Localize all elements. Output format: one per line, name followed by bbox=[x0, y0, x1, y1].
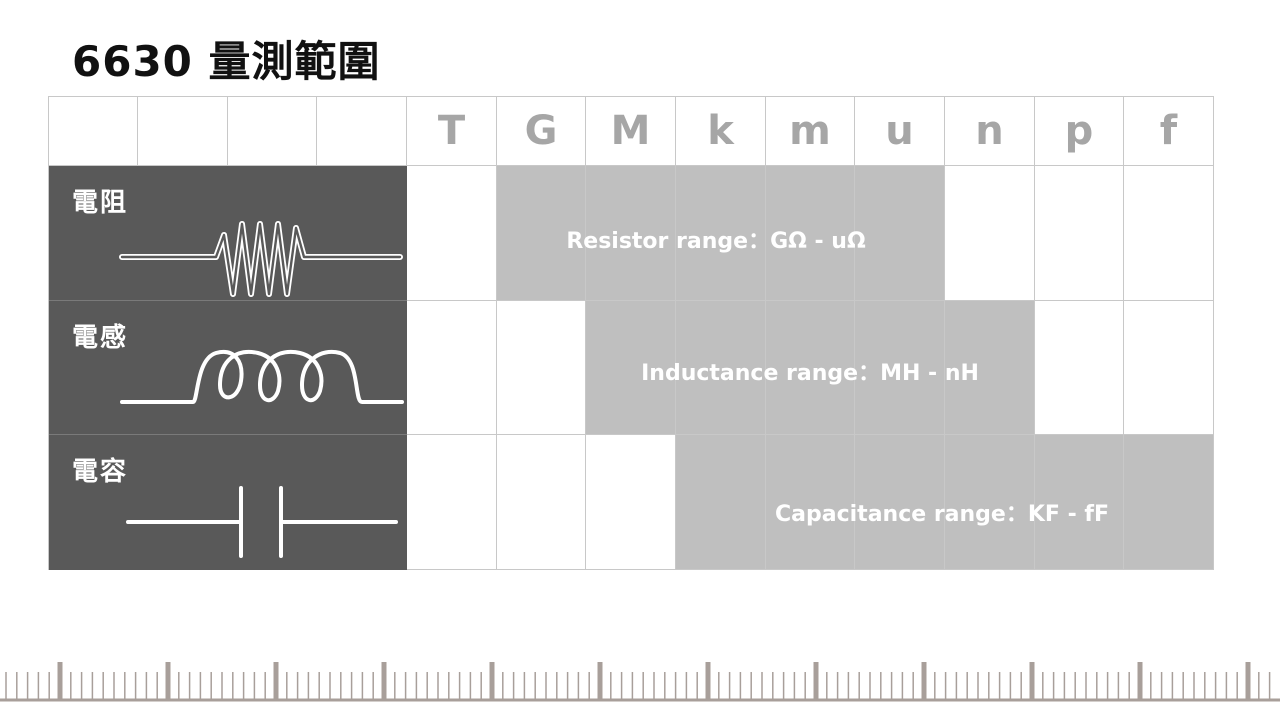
range-cell bbox=[1124, 301, 1214, 435]
range-cell bbox=[407, 301, 497, 435]
unit-header-M: M bbox=[586, 96, 676, 166]
range-cell bbox=[1035, 435, 1124, 570]
range-cell bbox=[945, 435, 1035, 570]
resistor-icon bbox=[119, 221, 403, 297]
measurement-range-table: T G M k m u n p f 電阻 電感 電容 bbox=[48, 96, 1214, 570]
unit-header-m: m bbox=[766, 96, 855, 166]
range-cell bbox=[945, 166, 1035, 301]
unit-header-f: f bbox=[1124, 96, 1214, 166]
range-cell bbox=[497, 435, 586, 570]
page-title: 6630 量測範圍 bbox=[72, 37, 381, 86]
range-cell bbox=[766, 166, 855, 301]
range-cell bbox=[497, 301, 586, 435]
capacitor-row-panel: 電容 bbox=[48, 435, 407, 570]
header-blank-cell bbox=[228, 96, 317, 166]
range-cell bbox=[855, 166, 945, 301]
capacitor-icon bbox=[126, 486, 398, 558]
inductor-range-text: Inductance range：MH - nH bbox=[641, 361, 979, 386]
unit-header-p: p bbox=[1035, 96, 1124, 166]
range-cell bbox=[586, 435, 676, 570]
unit-header-G: G bbox=[497, 96, 586, 166]
range-cell bbox=[1124, 166, 1214, 301]
unit-header-n: n bbox=[945, 96, 1035, 166]
range-cell bbox=[676, 301, 766, 435]
inductor-icon bbox=[120, 349, 404, 404]
range-cell bbox=[586, 166, 676, 301]
range-cell bbox=[1035, 301, 1124, 435]
header-blank-cell bbox=[48, 96, 138, 166]
range-cell bbox=[766, 301, 855, 435]
range-cell bbox=[945, 301, 1035, 435]
inductor-label: 電感 bbox=[72, 323, 129, 353]
range-cell bbox=[676, 435, 766, 570]
range-cell bbox=[497, 166, 586, 301]
ruler-decoration bbox=[0, 662, 1280, 702]
range-cell bbox=[855, 301, 945, 435]
capacitor-range-text: Capacitance range：KF - fF bbox=[775, 502, 1109, 527]
range-cell bbox=[676, 166, 766, 301]
range-cell bbox=[407, 166, 497, 301]
range-cell bbox=[855, 435, 945, 570]
range-cell bbox=[766, 435, 855, 570]
header-blank-cell bbox=[138, 96, 228, 166]
resistor-row-panel: 電阻 bbox=[48, 166, 407, 301]
inductor-row-panel: 電感 bbox=[48, 301, 407, 435]
header-blank-cell bbox=[317, 96, 407, 166]
range-cell bbox=[407, 435, 497, 570]
resistor-label: 電阻 bbox=[72, 188, 129, 218]
range-cell bbox=[586, 301, 676, 435]
unit-header-u: u bbox=[855, 96, 945, 166]
unit-header-k: k bbox=[676, 96, 766, 166]
resistor-range-text: Resistor range：GΩ - uΩ bbox=[566, 229, 866, 254]
unit-header-T: T bbox=[407, 96, 497, 166]
capacitor-label: 電容 bbox=[72, 457, 129, 487]
range-cell bbox=[1124, 435, 1214, 570]
range-cell bbox=[1035, 166, 1124, 301]
